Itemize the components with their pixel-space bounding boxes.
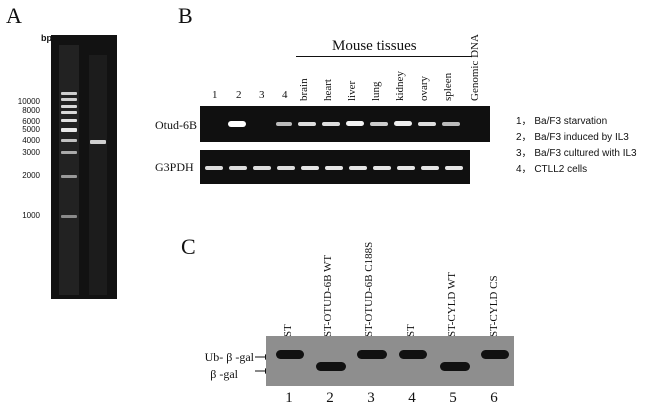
panel-a-letter: A [6,3,22,28]
tissue-label: ovary [418,75,430,101]
tissue-label: liver [346,80,358,101]
ladder-label: 1000 [22,211,40,220]
tissue-label: Genomic DNA [469,34,481,101]
c-lane-number: 3 [367,390,375,406]
band-label-ub-bgal: Ub- β -gal [204,350,254,364]
ladder-label: 2000 [22,171,40,180]
group-bracket-line [296,56,472,57]
tissue-label: lung [370,81,382,101]
band-label-bgal: β -gal [210,367,238,381]
ladder-label: 3000 [22,148,40,157]
c-lane-label: GST-CYLD CS [488,275,500,345]
row-label-g3pdh: G3PDH [155,160,194,174]
western-blot-image [266,336,514,386]
c-lane-number: 6 [490,390,498,406]
otud6b-gel-strip [200,106,490,142]
tissue-label: brain [298,78,310,101]
ladder-label: 4000 [22,136,40,145]
legend-item: 1， Ba/F3 starvation [516,116,608,127]
c-lane-number: 1 [285,390,293,406]
ladder-label: 6000 [22,117,40,126]
ladder-label: 8000 [22,106,40,115]
ladder-label: 10000 [17,97,40,106]
c-lane-number: 4 [408,390,416,406]
c-lane-label: GST-OTUD-6B WT [322,254,334,345]
tissue-label: kidney [394,71,406,101]
bp-unit-label: bp [41,33,52,43]
lane-number: 1 [212,89,218,101]
panel-b-letter: B [178,3,193,28]
row-label-otud6b: Otud-6B [155,118,197,132]
legend-item: 3， Ba/F3 cultured with IL3 [516,148,637,159]
legend-item: 4， CTLL2 cells [516,164,588,175]
c-lane-number: 2 [326,390,334,406]
lane-number: 4 [282,89,288,101]
lane-number: 3 [259,89,265,101]
tissue-label: spleen [442,72,454,101]
legend-item: 2， Ba/F3 induced by IL3 [516,132,629,143]
c-lane-label: GST-CYLD WT [446,271,458,345]
tissue-label: heart [322,79,334,101]
g3pdh-gel-strip [200,150,470,184]
panel-c-letter: C [181,234,196,259]
c-lane-number: 5 [449,390,457,406]
ladder-label: 5000 [22,125,40,134]
c-lane-label: GST-OTUD-6B C188S [363,241,375,345]
group-label: Mouse tissues [332,38,417,54]
lane-number: 2 [236,89,242,101]
gel-a-svg [59,45,107,295]
gel-image-a [51,35,117,299]
